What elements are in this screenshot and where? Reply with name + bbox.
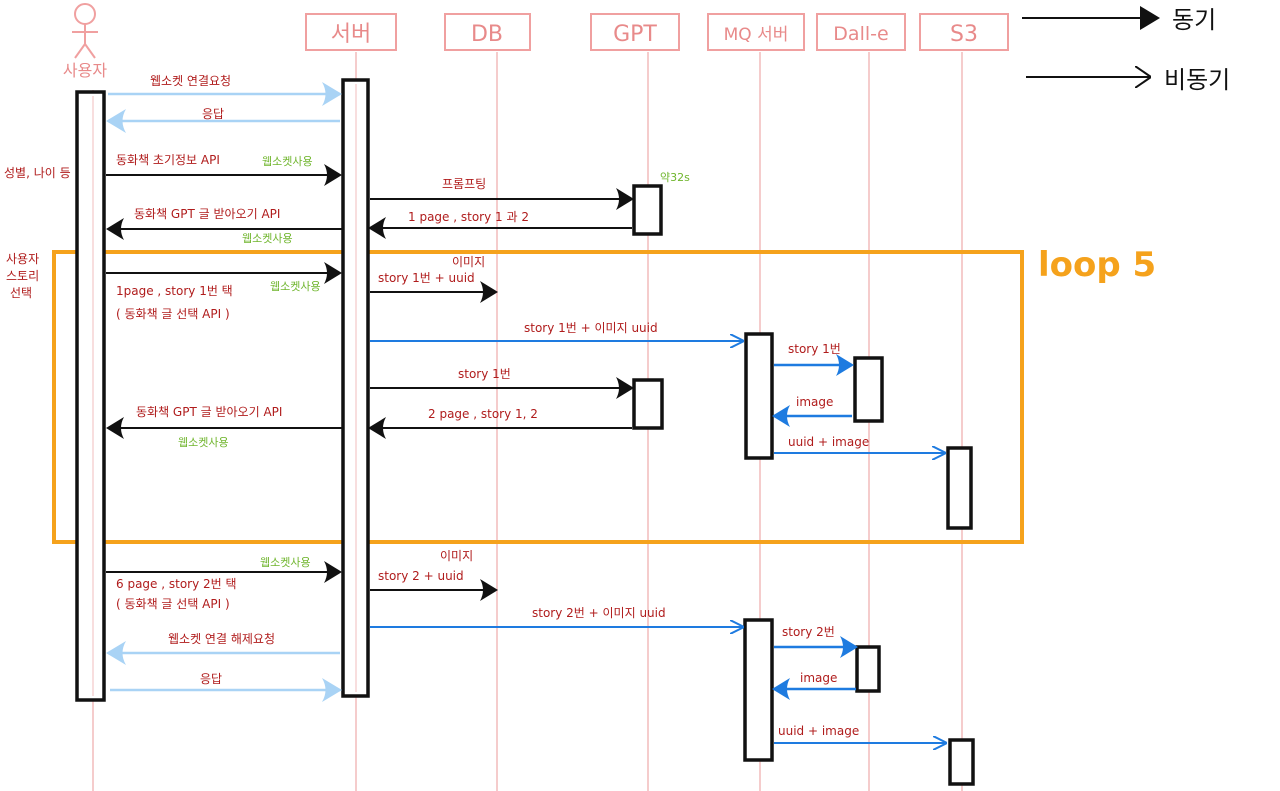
label-dalle-image-1: image: [796, 395, 833, 409]
participant-box-gpt: [590, 13, 680, 51]
label-init-info-ws: 웹소켓사용: [262, 155, 313, 168]
activation-dalle-1: [853, 356, 884, 423]
label-dalle-story-1: story 1번: [788, 342, 841, 356]
activation-inner-lines: [92, 84, 357, 696]
label-gpt-resp-1: 1 page , story 1 과 2: [408, 210, 529, 224]
activation-mq-2: [743, 618, 774, 762]
label-select-story-1-ws: 웹소켓사용: [270, 280, 321, 293]
activation-s3-2: [948, 738, 975, 786]
participant-server: 서버: [331, 22, 371, 47]
activation-mq-1: [744, 332, 774, 460]
label-s3-upload-1: uuid + image: [788, 435, 869, 449]
label-select-story-2: 6 page , story 2번 택: [116, 577, 237, 591]
label-db-store-1-note: 이미지: [452, 255, 485, 269]
participant-box-db: [444, 13, 531, 51]
user-stick-figure-icon: [72, 3, 98, 59]
loop-fragment: loop 5: [52, 245, 1156, 544]
note-gender-age: 성별, 나이 등: [4, 166, 71, 180]
label-gpt-resp-2: 2 page , story 1, 2: [428, 407, 538, 421]
activation-s3-1: [946, 446, 973, 530]
legend-sync-label: 동기: [1172, 6, 1216, 34]
message-labels: 웹소켓 연결요청 응답 동화책 초기정보 API 웹소켓사용 프롬프팅 약32s…: [116, 74, 869, 738]
label-ws-connect: 웹소켓 연결요청: [150, 74, 231, 88]
participant-s3: S3: [950, 22, 978, 47]
participant-box-server: [305, 13, 397, 51]
label-select-story-2-api: ( 동화책 글 선택 API ): [116, 596, 230, 611]
label-ws-disconnect-response: 응답: [200, 672, 222, 686]
label-prompting: 프롬프팅: [442, 177, 486, 191]
note-user-select-3: 선택: [10, 286, 32, 300]
label-select-story-1: 1page , story 1번 택: [116, 284, 233, 298]
participant-dalle: Dall-e: [833, 23, 888, 45]
label-ws-connect-response: 응답: [202, 107, 224, 121]
legend: 동기 비동기: [1022, 6, 1230, 94]
label-ws-disconnect: 웹소켓 연결 해제요청: [168, 632, 275, 646]
label-db-store-2-note: 이미지: [440, 549, 473, 563]
label-receive-gpt-2-ws: 웹소켓사용: [178, 436, 229, 449]
message-arrows: [106, 82, 946, 743]
participant-box-s3: [919, 13, 1009, 51]
label-mq-send-2: story 2번 + 이미지 uuid: [532, 606, 666, 620]
label-receive-gpt-1-ws: 웹소켓사용: [242, 232, 293, 245]
activation-user: [75, 90, 106, 702]
loop-box: [52, 250, 1024, 544]
activation-dalle-2: [855, 645, 881, 693]
participant-mq: MQ 서버: [724, 25, 789, 45]
label-receive-gpt-1: 동화책 GPT 글 받아오기 API: [134, 206, 280, 221]
label-dalle-image-2: image: [800, 671, 837, 685]
note-user-select-2: 스토리: [6, 269, 39, 283]
participant-db: DB: [471, 22, 503, 47]
label-select-story-1-api: ( 동화책 글 선택 API ): [116, 306, 230, 321]
label-mq-send-1: story 1번 + 이미지 uuid: [524, 321, 658, 335]
participants: 사용자 서버 DB GPT MQ 서버 Dall-e S3: [63, 3, 1009, 80]
side-notes: 성별, 나이 등 사용자 스토리 선택: [4, 166, 71, 300]
label-receive-gpt-2: 동화책 GPT 글 받아오기 API: [136, 404, 282, 419]
label-gpt-story-1: story 1번: [458, 367, 511, 381]
label-init-info: 동화책 초기정보 API: [116, 152, 220, 167]
activation-gpt-1: [632, 184, 663, 236]
legend-async-label: 비동기: [1164, 66, 1230, 94]
activation-gpt-2: [632, 378, 664, 430]
loop-label: loop 5: [1038, 245, 1156, 285]
label-s3-upload-2: uuid + image: [778, 724, 859, 738]
participant-box-dalle: [816, 13, 906, 51]
participant-box-mq: [707, 13, 805, 51]
note-user-select-1: 사용자: [6, 252, 39, 266]
label-gpt-time: 약32s: [660, 170, 690, 184]
participant-user: 사용자: [63, 61, 107, 80]
participant-gpt: GPT: [613, 22, 657, 47]
label-db-store-2: story 2 + uuid: [378, 569, 464, 583]
label-db-store-1: story 1번 + uuid: [378, 271, 475, 285]
label-dalle-story-2: story 2번: [782, 625, 835, 639]
label-select-story-2-ws: 웹소켓사용: [260, 556, 311, 569]
